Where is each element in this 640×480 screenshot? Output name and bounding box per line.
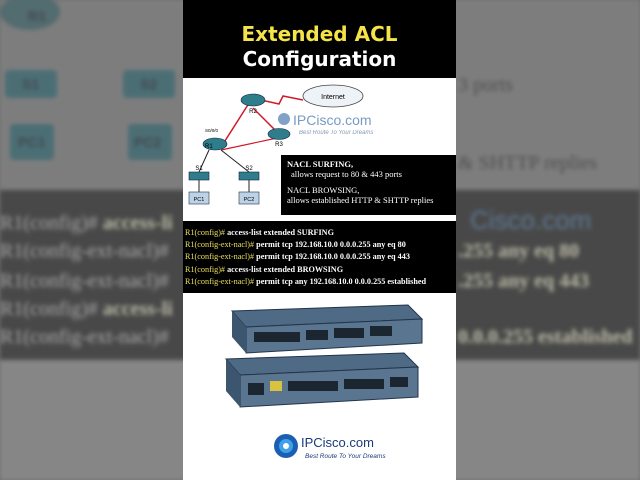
bg-snippet-ports: 3 ports	[458, 74, 513, 96]
port-bank	[254, 332, 300, 342]
router-r2: R2	[240, 93, 266, 115]
bg-code-right: .255 any eq 80	[458, 240, 580, 262]
internet-cloud: Internet	[302, 84, 364, 108]
bg-code-line: R1(config)# access-li	[0, 298, 173, 320]
pc-label-pc2: PC2	[244, 197, 255, 203]
acl-note-name-1: NACL SURFING,	[287, 159, 354, 169]
router-chassis-top	[230, 304, 424, 354]
port-bank	[306, 330, 328, 340]
router-label-r3: R3	[275, 142, 283, 148]
bg-router	[0, 0, 60, 30]
router-r1: R1	[202, 137, 228, 151]
bg-label-r1: R1	[28, 8, 46, 24]
bg-code-right: .255 any eq 443	[458, 270, 590, 292]
title-line-2: Configuration	[242, 47, 397, 71]
bg-pc2	[128, 124, 172, 160]
link-r1-s2	[220, 149, 250, 173]
acl-note-desc-1: allows request to 80 & 443 ports	[291, 169, 402, 179]
link-r2-internet	[260, 95, 304, 105]
bg-pc1	[10, 124, 54, 160]
bg-code-line: R1(config-ext-nacl)#	[0, 326, 169, 348]
link-r1-r3	[220, 137, 278, 151]
bg-code-line: R1(config-ext-nacl)#	[0, 270, 169, 292]
port-bank	[344, 379, 384, 389]
interface-label: S0/0/0	[205, 128, 219, 133]
ipcisco-logo-icon	[274, 434, 298, 458]
bg-switch-s1	[5, 70, 57, 98]
title-line-1: Extended ACL	[241, 22, 398, 46]
cli-config-box: R1(config)# access-list extended SURFING…	[183, 221, 456, 293]
bg-snippet-replies: & SHTTP replies	[458, 152, 598, 174]
title-banner: Extended ACL Configuration	[183, 0, 456, 78]
config-line: R1(config-ext-nacl)# permit tcp 192.168.…	[185, 240, 406, 250]
link-r1-r2	[222, 99, 252, 145]
link-r2-r3	[252, 107, 278, 133]
pc-pc1: PC1	[188, 191, 210, 205]
brand-tagline: Best Route To Your Dreams	[305, 453, 386, 460]
config-line: R1(config)# access-list extended SURFING	[185, 228, 334, 237]
port-bank	[334, 328, 364, 338]
bg-switch-s2	[123, 70, 175, 98]
watermark-tagline: Best Route To Your Dreams	[299, 130, 374, 136]
bg-label-pc2: PC2	[134, 134, 162, 150]
port-bank	[248, 383, 264, 395]
bg-watermark: Cisco.com	[470, 205, 592, 235]
content-card: Extended ACL Configuration Internet R2 R…	[183, 0, 456, 480]
brand-footer: IPCisco.com Best Route To Your Dreams	[183, 425, 456, 475]
bg-code-line: R1(config)# access-li	[0, 212, 173, 234]
router-label-r2: R2	[249, 109, 257, 115]
port-bank	[390, 377, 408, 387]
router-chassis-bottom	[224, 352, 420, 408]
config-line: R1(config-ext-nacl)# permit tcp 192.168.…	[185, 252, 410, 262]
switch-label-s1: S1	[195, 166, 203, 172]
acl-note-name-2: NACL BROWSING,	[287, 185, 360, 195]
acl-description-box: NACL SURFING, allows request to 80 & 443…	[281, 155, 456, 215]
router-r3: R3	[267, 128, 291, 148]
brand-name: IPCisco.com	[301, 435, 374, 450]
switch-s2: S2	[238, 166, 260, 181]
switch-label-s2: S2	[245, 166, 253, 172]
port-bank	[270, 381, 282, 391]
bg-label-s2: S2	[140, 76, 158, 92]
switch-s1: S1	[188, 166, 210, 181]
bg-label-pc1: PC1	[18, 134, 46, 150]
cisco-router-photo	[224, 304, 424, 408]
acl-note-desc-2: allows established HTTP & SHTTP replies	[287, 195, 434, 205]
pc-pc2: PC2	[238, 191, 260, 205]
config-line: R1(config)# access-list extended BROWSIN…	[185, 264, 344, 274]
bg-label-s1: S1	[22, 76, 40, 92]
bg-code-right: 0.0.0.255 established	[458, 326, 633, 348]
port-bank	[288, 381, 338, 391]
pc-label-pc1: PC1	[194, 197, 205, 203]
watermark-name: IPCisco.com	[293, 112, 372, 128]
cloud-label: Internet	[321, 94, 345, 101]
bg-code-line: R1(config-ext-nacl)#	[0, 240, 169, 262]
watermark-logo-icon	[278, 113, 290, 125]
router-label-r1: R1	[205, 144, 213, 150]
config-line: R1(config-ext-nacl)# permit tcp any 192.…	[185, 276, 427, 286]
link-r1-s1	[198, 149, 210, 173]
port-bank	[370, 326, 392, 336]
